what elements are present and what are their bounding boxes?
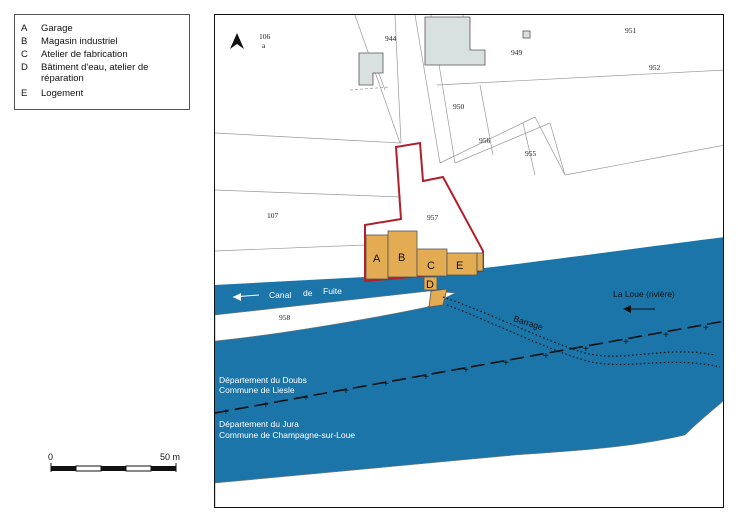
legend-label: Magasin industriel: [41, 36, 118, 47]
legend-key: A: [21, 23, 28, 34]
south-bank: [215, 400, 723, 507]
svg-text:+: +: [223, 407, 229, 418]
canal-label-1: Canal: [269, 290, 291, 300]
scale-start-label: 0: [48, 452, 54, 462]
river-label: La Loue (rivière): [613, 289, 675, 299]
doubs-dept-label: Département du Doubs: [219, 375, 307, 385]
building-b-label: B: [398, 252, 405, 264]
scale-bar: 0 50 m: [48, 452, 181, 482]
svg-text:+: +: [703, 323, 709, 334]
island-958: [215, 290, 457, 342]
svg-text:+: +: [263, 400, 269, 411]
svg-text:+: +: [503, 358, 509, 369]
parcel-955: 955: [525, 149, 537, 158]
doubs-commune-label: Commune de Liesle: [219, 385, 295, 395]
legend-key: D: [21, 62, 28, 73]
parcel-106: 106: [259, 32, 271, 41]
legend: A Garage B Magasin industriel C Atelier …: [14, 14, 190, 110]
legend-label: Bâtiment d'eau, atelier de réparation: [41, 62, 149, 84]
river-arrow: [623, 305, 655, 313]
canal-label-2: de: [303, 288, 313, 298]
svg-text:+: +: [583, 344, 589, 355]
legend-key: C: [21, 49, 28, 60]
scale-graphic: [50, 463, 177, 472]
jura-commune-label: Commune de Champagne-sur-Loue: [219, 430, 355, 440]
map-frame: A B C E D + + + + + + + + + + + +: [214, 14, 724, 508]
legend-label: Atelier de fabrication: [41, 49, 128, 60]
building-d-label: D: [426, 279, 434, 291]
building-e-label: E: [456, 260, 463, 272]
svg-text:+: +: [383, 379, 389, 390]
factory-buildings: [365, 230, 484, 308]
parcel-957: 957: [427, 213, 439, 222]
svg-text:+: +: [303, 393, 309, 404]
parcel-952: 952: [649, 63, 661, 72]
cadastral-map: A B C E D + + + + + + + + + + + +: [215, 15, 723, 507]
parcel-106a: a: [262, 41, 266, 50]
legend-label: Logement: [41, 88, 84, 99]
parcel-949: 949: [511, 48, 523, 57]
canal-label-3: Fuite: [323, 286, 342, 296]
svg-text:+: +: [463, 365, 469, 376]
legend-label: Garage: [41, 23, 73, 34]
neighbor-buildings: [358, 16, 531, 86]
barrage-lines: [442, 296, 721, 368]
parcel-944: 944: [385, 34, 397, 43]
legend-key: E: [21, 88, 28, 99]
building-e-annex: [476, 252, 484, 272]
svg-text:+: +: [663, 330, 669, 341]
parcel-958: 958: [279, 313, 291, 322]
north-arrow-icon: [230, 33, 244, 49]
building-d: [423, 276, 438, 291]
canal-arrow: [232, 293, 260, 301]
scale-end-label: 50 m: [160, 452, 181, 462]
jura-dept-label: Département du Jura: [219, 419, 299, 429]
building-c: [416, 248, 448, 277]
svg-text:+: +: [623, 337, 629, 348]
department-boundary: + + + + + + + + + + + + +: [215, 320, 723, 418]
parcel-107: 107: [267, 211, 279, 220]
parcel-951: 951: [625, 26, 637, 35]
building-c-label: C: [427, 260, 435, 272]
legend-key: B: [21, 36, 28, 47]
svg-text:+: +: [423, 372, 429, 383]
building-a-label: A: [373, 253, 381, 265]
parcel-950: 950: [453, 102, 465, 111]
building-d-sluice: [428, 288, 448, 308]
svg-text:+: +: [343, 386, 349, 397]
svg-text:+: +: [543, 351, 549, 362]
parcel-956: 956: [479, 136, 491, 145]
